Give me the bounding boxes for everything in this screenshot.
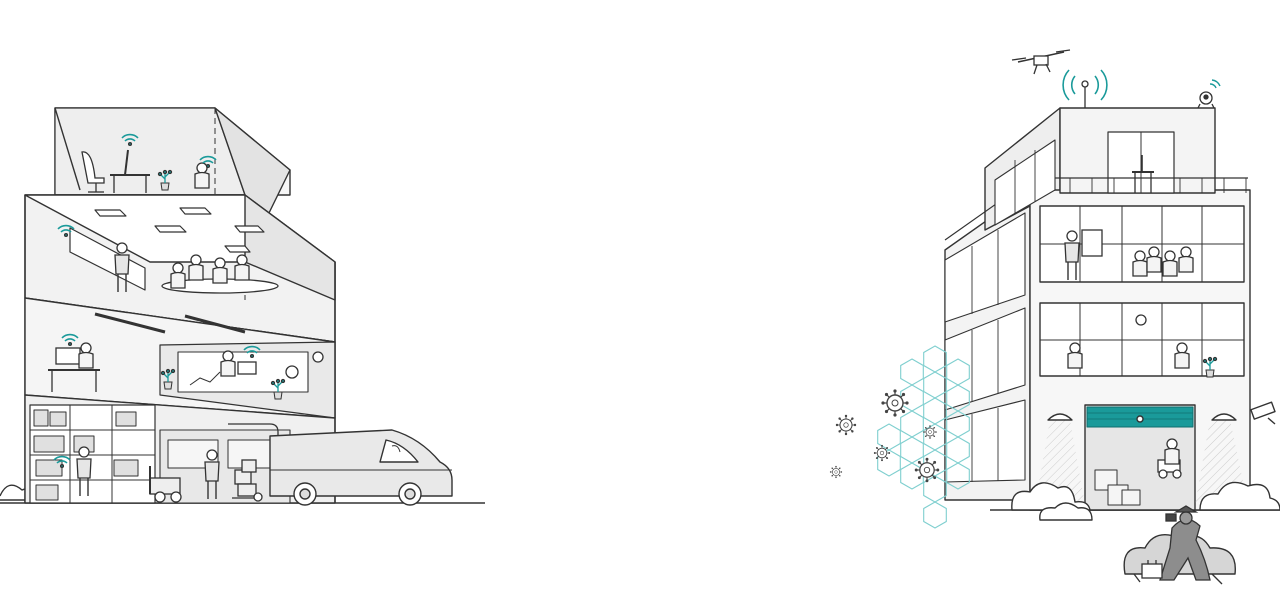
- person-icon: [188, 254, 204, 281]
- person-icon: [212, 257, 228, 284]
- person-icon: [1178, 246, 1194, 273]
- person-icon: [1174, 342, 1190, 369]
- person-icon: [1146, 246, 1162, 273]
- virus-icon: [829, 465, 843, 479]
- lamp-icon: [1211, 413, 1237, 421]
- security-camera-icon: [1250, 401, 1276, 425]
- forklift-icon: [149, 466, 182, 503]
- person-icon: [1162, 250, 1178, 277]
- left-building-details: [48, 133, 324, 503]
- virus-icon: [914, 457, 940, 483]
- person-icon: [1067, 342, 1083, 369]
- van-icon: [269, 429, 453, 506]
- clock-icon: [1135, 314, 1147, 326]
- virus-icon: [922, 424, 938, 440]
- virus-icon: [880, 388, 910, 418]
- right-building-details: [1011, 49, 1223, 585]
- lamp-icon: [1047, 413, 1073, 421]
- person-icon: [234, 254, 250, 281]
- person-icon: [1164, 438, 1180, 465]
- person-icon: [78, 342, 94, 369]
- person-icon: [170, 262, 186, 289]
- virus-icon: [835, 414, 857, 436]
- antenna-icon: [1062, 69, 1108, 108]
- clock-icon: [312, 351, 324, 363]
- briefcase-icon: [1141, 560, 1163, 579]
- forklift-icon: [1157, 438, 1182, 479]
- person-icon: [1132, 250, 1148, 277]
- robot-icon: [1197, 79, 1221, 109]
- virus-icon: [873, 444, 891, 462]
- person-icon: [1159, 505, 1211, 581]
- person-icon: [220, 350, 236, 377]
- drone-icon: [1011, 49, 1071, 75]
- right-office-building: [944, 107, 1280, 575]
